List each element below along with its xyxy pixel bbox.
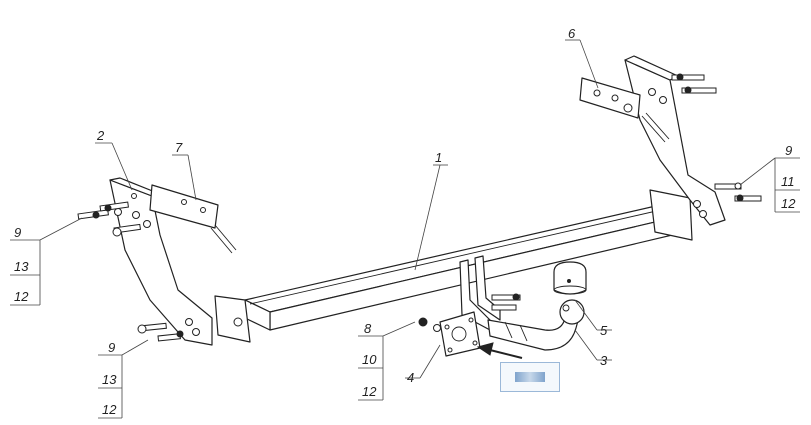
label-left-lower-nut: 12 xyxy=(102,402,117,417)
label-part-2: 2 xyxy=(96,128,105,143)
label-center-nut: 8 xyxy=(364,321,372,336)
label-right-washer: 11 xyxy=(781,174,795,189)
label-center-washer: 10 xyxy=(362,352,377,367)
label-part-4: 4 xyxy=(407,370,414,385)
right-side-bracket xyxy=(624,55,726,226)
right-lower-bolts xyxy=(714,182,762,202)
direction-arrow xyxy=(476,342,523,359)
left-lower-bolts xyxy=(137,322,184,342)
watermark-stamp xyxy=(500,362,560,392)
label-part-7: 7 xyxy=(175,140,183,155)
label-part-3: 3 xyxy=(600,353,608,368)
label-left-lower-washer: 13 xyxy=(102,372,117,387)
watermark-logo xyxy=(515,372,545,382)
label-left-upper-washer: 13 xyxy=(14,259,29,274)
label-left-upper-bolt: 9 xyxy=(14,225,21,240)
left-end-plate xyxy=(214,295,251,343)
right-clamp-plate xyxy=(579,77,670,143)
ball-cap xyxy=(553,261,587,295)
label-left-upper-nut: 12 xyxy=(14,289,29,304)
label-part-6: 6 xyxy=(568,26,576,41)
label-right-bolt: 9 xyxy=(785,143,792,158)
label-part-5: 5 xyxy=(600,323,608,338)
leader-lines xyxy=(10,39,800,419)
label-left-lower-bolt: 9 xyxy=(108,340,115,355)
right-upper-bolts xyxy=(671,73,717,94)
right-end-plate xyxy=(649,189,693,241)
label-part-1: 1 xyxy=(435,150,442,165)
socket-plate xyxy=(418,311,481,357)
left-side-bracket xyxy=(109,177,213,346)
label-center-lockwasher: 12 xyxy=(362,384,377,399)
left-upper-bolts xyxy=(77,201,142,237)
label-right-nut: 12 xyxy=(781,196,796,211)
